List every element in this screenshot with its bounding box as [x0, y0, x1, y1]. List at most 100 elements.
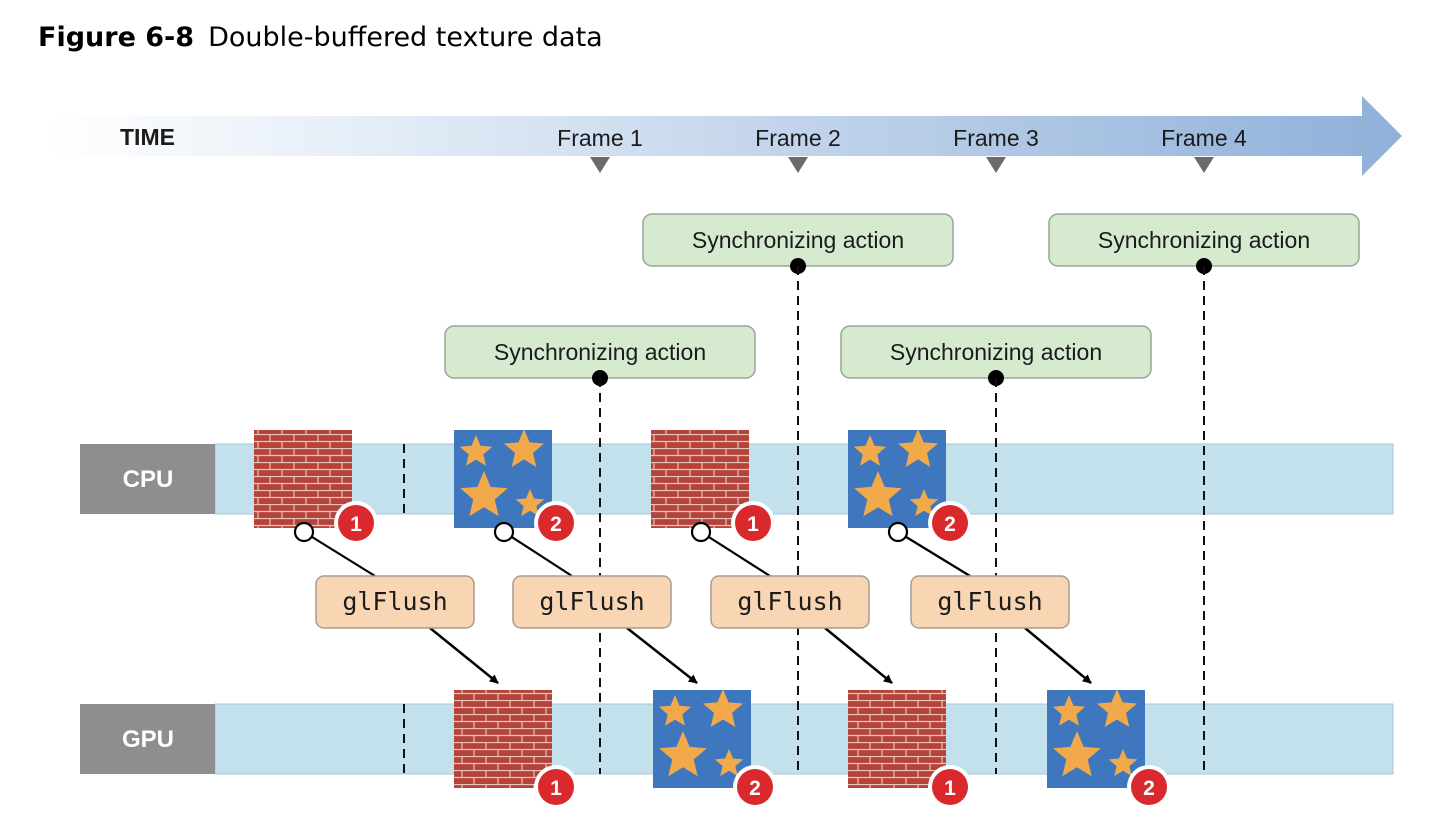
glflush-label: glFlush — [937, 587, 1042, 616]
figure-number: Figure 6-8 — [38, 22, 195, 53]
buffer-badge-number: 2 — [944, 513, 956, 536]
frame-4: Frame 4 — [1161, 125, 1247, 173]
figure-caption: Double-buffered texture data — [208, 22, 603, 53]
buffer-badge-number: 1 — [350, 513, 362, 536]
star-shape — [909, 489, 939, 517]
buffer-badge-circle — [1131, 769, 1167, 805]
gpu-label: GPU — [122, 726, 174, 753]
star-shape — [853, 435, 887, 466]
buffer-badge-number: 1 — [944, 777, 956, 800]
buffer-badge-circle — [538, 505, 574, 541]
flush-connector — [503, 531, 573, 577]
star-shape — [703, 689, 743, 727]
cpu-label: CPU — [123, 466, 174, 493]
buffer-badge-circle — [932, 505, 968, 541]
brick-texture — [254, 430, 352, 528]
buffer-badge-number: 2 — [749, 777, 761, 800]
buffer-badge: 1 — [731, 501, 775, 545]
buffer-badge: 2 — [1127, 765, 1171, 809]
gpu-label-box — [80, 704, 215, 774]
glflush-box — [512, 575, 672, 629]
star-shape — [504, 429, 544, 467]
star-shape — [658, 695, 692, 726]
gpu-track: GPU — [80, 703, 1394, 775]
timeline-arrow — [48, 96, 1402, 176]
flush-connector — [897, 531, 971, 577]
flush-arrow — [626, 627, 698, 684]
frame-label: Frame 4 — [1161, 125, 1247, 151]
buffer-badge-number: 1 — [550, 777, 562, 800]
frame-tick-marker — [788, 157, 808, 173]
flush-origin-dot — [887, 521, 909, 543]
cpu-label-box — [80, 444, 215, 514]
star-shape — [854, 471, 902, 517]
sync-action-label: Synchronizing action — [692, 227, 904, 253]
flush-step-3: glFlush — [690, 521, 893, 684]
frame-tick-marker — [590, 157, 610, 173]
sync-action-2: Synchronizing action — [642, 213, 954, 274]
buffer-badge: 2 — [733, 765, 777, 809]
star-shape — [1097, 689, 1137, 727]
flush-arrow — [1024, 627, 1092, 684]
star-shape — [1053, 731, 1101, 777]
sync-action-1: Synchronizing action — [444, 325, 756, 386]
sync-action-3: Synchronizing action — [840, 325, 1152, 386]
cpu-texture-3: 1 — [651, 430, 775, 545]
stars-texture — [454, 429, 552, 528]
stars-texture — [848, 429, 946, 528]
frame-tick-marker — [986, 157, 1006, 173]
flush-step-2: glFlush — [493, 521, 698, 684]
figure-title: Figure 6-8 Double-buffered texture data — [38, 22, 603, 53]
buffer-badge: 1 — [928, 765, 972, 809]
star-shape — [459, 435, 493, 466]
buffer-badge-number: 2 — [1143, 777, 1155, 800]
buffer-badge: 1 — [334, 501, 378, 545]
glflush-box — [710, 575, 870, 629]
buffer-badge-circle — [737, 769, 773, 805]
flush-step-4: glFlush — [887, 521, 1092, 684]
buffer-badge-circle — [932, 769, 968, 805]
frame-label: Frame 2 — [755, 125, 841, 151]
glflush-label: glFlush — [737, 587, 842, 616]
brick-texture — [848, 690, 946, 788]
buffer-badge: 2 — [928, 501, 972, 545]
frame-tick-marker — [1194, 157, 1214, 173]
flush-connector — [303, 531, 376, 577]
star-shape — [1108, 749, 1138, 777]
sync-action-label: Synchronizing action — [1098, 227, 1310, 253]
frame-3: Frame 3 — [953, 125, 1039, 173]
sync-action-4: Synchronizing action — [1048, 213, 1360, 274]
buffer-badge: 1 — [534, 765, 578, 809]
glflush-label: glFlush — [539, 587, 644, 616]
glflush-box — [910, 575, 1070, 629]
buffer-badge-circle — [538, 769, 574, 805]
buffer-badge-number: 1 — [747, 513, 759, 536]
sync-action-label: Synchronizing action — [890, 339, 1102, 365]
star-shape — [898, 429, 938, 467]
cpu-track: CPU — [80, 443, 1394, 515]
stars-texture — [653, 689, 751, 788]
flush-arrow — [824, 627, 893, 684]
star-shape — [714, 749, 744, 777]
glflush-box — [315, 575, 475, 629]
flush-origin-dot — [293, 521, 315, 543]
star-shape — [460, 471, 508, 517]
cpu-texture-1: 1 — [254, 430, 378, 545]
buffer-badge: 2 — [534, 501, 578, 545]
star-shape — [1052, 695, 1086, 726]
star-shape — [659, 731, 707, 777]
frame-label: Frame 1 — [557, 125, 643, 151]
frame-1: Frame 1 — [557, 125, 643, 173]
gpu-texture-3: 1 — [848, 690, 972, 809]
stars-texture — [1047, 689, 1145, 788]
flush-origin-dot — [493, 521, 515, 543]
brick-texture — [454, 690, 552, 788]
gpu-texture-2: 2 — [653, 689, 777, 809]
buffer-badge-circle — [338, 505, 374, 541]
glflush-label: glFlush — [342, 587, 447, 616]
star-shape — [515, 489, 545, 517]
frame-label: Frame 3 — [953, 125, 1039, 151]
gpu-track-bar — [214, 703, 1394, 775]
